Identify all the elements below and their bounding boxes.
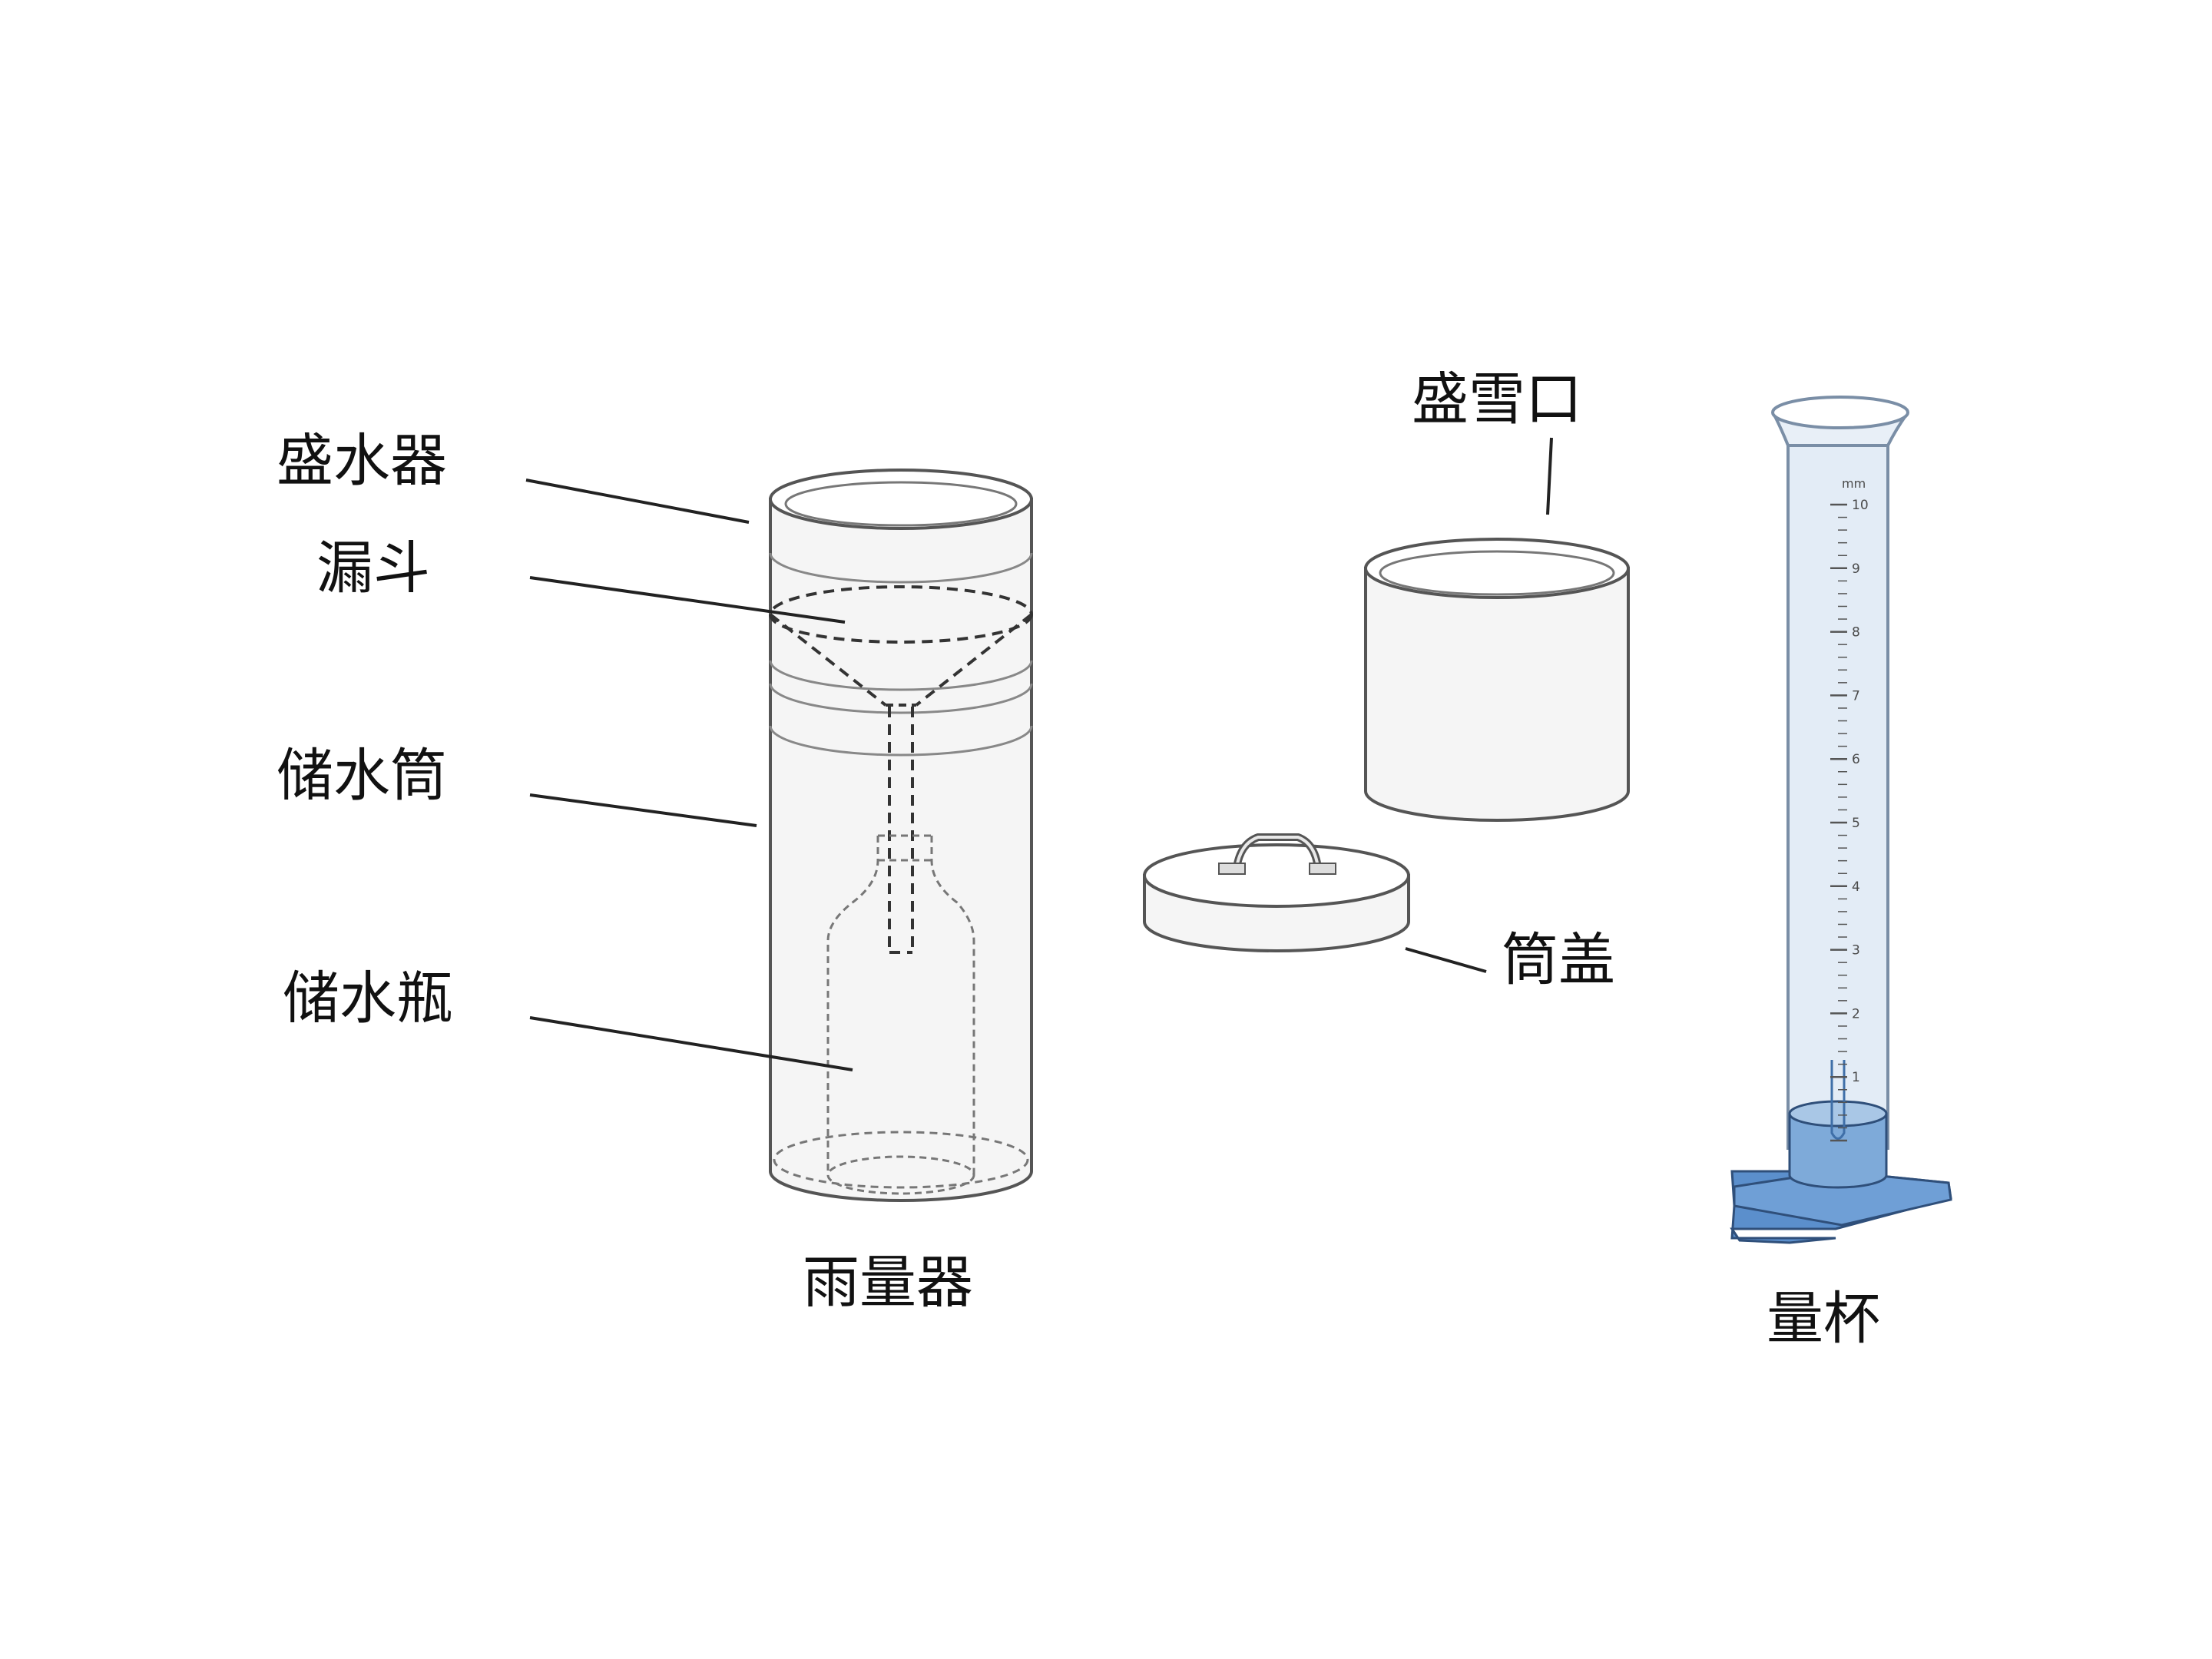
receiver-band-top [769,552,1033,584]
leader-funnel [529,576,846,624]
scale-tick-label: 1 [1852,1070,1860,1085]
measuring-cup-unit: mm [1842,476,1866,491]
measuring-cup-inner-bottom [1830,1060,1846,1140]
cylinder-cover-top [1143,843,1410,908]
funnel-cone [769,613,1033,707]
receiver-band-3 [769,725,1033,757]
label-funnel: 漏斗 [316,535,430,601]
scale-tick-label: 9 [1852,561,1860,577]
snow-collector-rim-inner [1379,550,1615,596]
scale-tick-label: 8 [1852,625,1860,641]
measuring-cup-collar [1788,1112,1888,1189]
label-storage-cylinder: 储水筒 [276,743,447,809]
leader-water-receiver [525,478,750,524]
cover-handle-inner [1235,836,1320,869]
label-measuring-cup: 量杯 [1767,1286,1880,1352]
measuring-cup-spout [1771,396,1909,429]
measuring-cup: 1 2 3 4 5 6 7 8 9 10 mm [1730,396,1952,1244]
leader-lines-left [525,478,853,1071]
snow-collector-body [1364,567,1630,822]
storage-bottle-base [826,1155,975,1195]
leader-cylinder-cover [1405,947,1487,973]
leader-storage-cylinder [529,793,757,827]
scale-tick-label: 3 [1852,943,1860,959]
storage-cylinder-body [769,498,1033,1202]
measuring-cup-collar-top [1788,1100,1888,1128]
funnel-spout [888,707,914,954]
cover-handle-plate-left [1218,863,1246,875]
scale-tick-label: 6 [1852,752,1860,767]
snow-collector [1364,538,1630,822]
scale-tick-label: 4 [1852,879,1860,895]
scale-tick-label: 10 [1852,498,1869,513]
leader-snow-collector [1546,437,1553,515]
receiver-band-2 [769,683,1033,714]
leader-storage-bottle [529,1016,853,1071]
receiver-band-1 [769,660,1033,691]
label-rain-gauge: 雨量器 [803,1250,973,1316]
measuring-cup-scale: 1 2 3 4 5 6 7 8 9 10 [1830,498,1869,1142]
label-water-receiver: 盛水器 [276,428,447,494]
receiver-rim-inner [784,481,1018,527]
cylinder-cover [1143,833,1410,952]
scale-tick-label: 2 [1852,1006,1860,1022]
label-storage-bottle: 储水瓶 [283,965,453,1031]
storage-bottle-outline [826,834,975,1175]
scale-tick-label: 7 [1852,688,1860,704]
label-snow-collector: 盛雪口 [1412,366,1582,432]
rain-gauge [769,469,1033,1202]
scale-tick-label: 5 [1852,816,1860,831]
cover-handle-plate-right [1309,863,1336,875]
label-cylinder-cover: 筒盖 [1502,927,1615,993]
cylinder-bottom-dashed [773,1131,1029,1189]
